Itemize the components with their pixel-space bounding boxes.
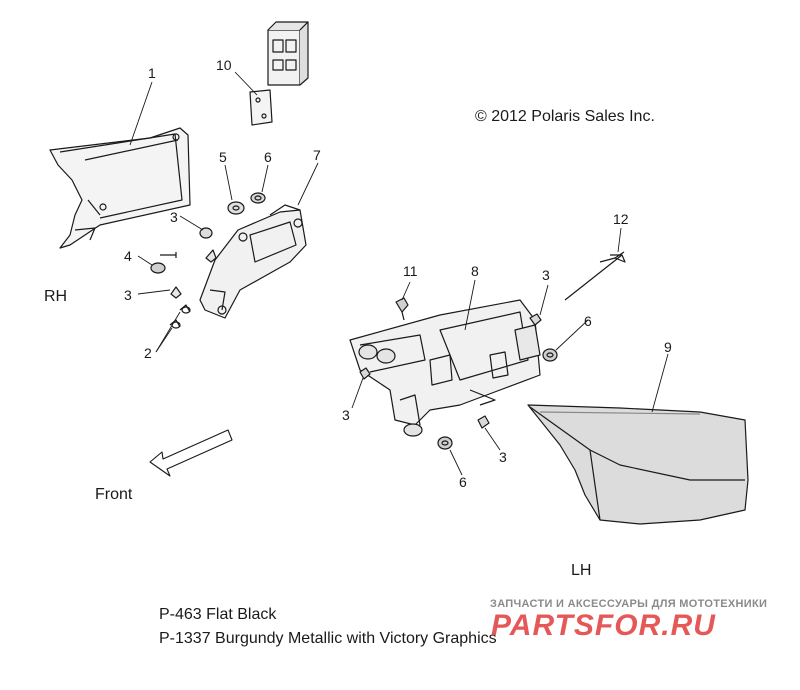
callout-3: 3 [499,449,507,465]
watermark-tagline: ЗАПЧАСТИ И АКСЕССУАРЫ ДЛЯ МОТОТЕХНИКИ [490,598,768,610]
leader-lines [129,71,669,476]
copyright-text: © 2012 Polaris Sales Inc. [475,108,655,125]
part-4-grommet [150,252,177,274]
part-1-rh-cover [49,127,191,249]
callout-8: 8 [471,263,479,279]
part-3-bolts-lh [359,313,542,429]
callout-4: 4 [124,248,132,264]
part-8-lh-bracket [349,299,541,437]
callout-5: 5 [219,149,227,165]
part-7-rh-bracket [199,204,307,319]
callout-9: 9 [664,339,672,355]
rh-label: RH [44,288,68,305]
part-12-clip [564,251,626,301]
callout-6: 6 [459,474,467,490]
front-arrow [149,429,233,477]
part-6-grommets-lh [437,348,558,450]
watermark-logo: PARTSFOR.RU [491,609,716,642]
part-11-bolt [395,297,409,321]
legend-line-2: P-1337 Burgundy Metallic with Victory Gr… [159,630,497,647]
part-2-pins [169,304,191,329]
callout-7: 7 [313,147,321,163]
front-label: Front [95,486,133,503]
callout-1: 1 [148,65,156,81]
part-9-lh-cover [527,404,749,525]
callout-6: 6 [584,313,592,329]
callout-12: 12 [613,211,629,227]
part-5-grommet [227,201,245,215]
callout-6: 6 [264,149,272,165]
callout-3: 3 [124,287,132,303]
part-3-bolts-rh [170,227,217,299]
callout-10: 10 [216,57,232,73]
callout-3: 3 [342,407,350,423]
part-6-grommet-top [250,192,266,204]
legend-line-1: P-463 Flat Black [159,606,277,623]
callout-3: 3 [170,209,178,225]
callout-3: 3 [542,267,550,283]
callout-11: 11 [403,263,418,279]
part-10-box [249,21,309,126]
callout-numbers: 1 10 5 6 7 3 4 3 2 11 8 3 12 6 9 3 3 6 [124,57,672,490]
lh-label: LH [571,562,592,579]
callout-2: 2 [144,345,152,361]
